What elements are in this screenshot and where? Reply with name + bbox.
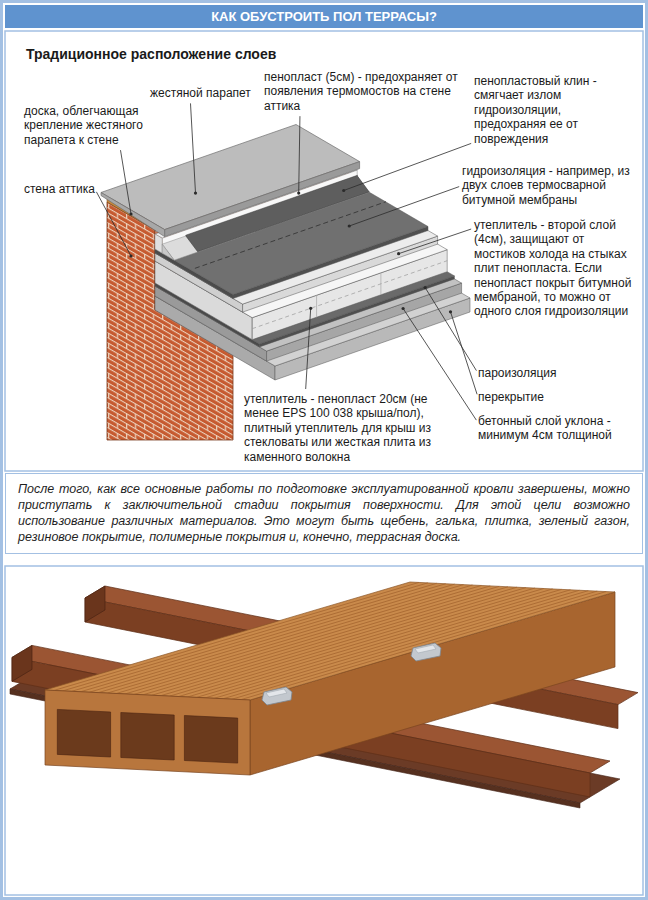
leader-dot [129, 212, 132, 215]
leader-dot [424, 286, 427, 289]
metal-parapet [101, 193, 165, 237]
board-groove [223, 591, 588, 699]
decking-illustration [10, 582, 638, 808]
title-bar [5, 5, 643, 28]
board-groove [63, 583, 428, 691]
callout-label: стена аттика [24, 182, 95, 196]
leader-line [349, 187, 459, 226]
joist [85, 586, 105, 622]
bottom-panel [5, 566, 643, 895]
fixing-clip [411, 643, 441, 661]
board-groove [90, 584, 455, 692]
callout-label: утеплитель - второй слой (4см), защищают… [474, 218, 636, 319]
leader-dot [397, 252, 400, 255]
board-groove [152, 587, 517, 695]
board-groove [161, 588, 526, 696]
leader-dot [297, 192, 300, 195]
board-groove [143, 587, 508, 695]
paragraph-text: После того, как все основные работы по п… [18, 481, 630, 545]
callout-label: жестяной парапет [150, 86, 251, 100]
board-groove [134, 586, 499, 694]
board-groove [98, 585, 463, 693]
leader-dot [129, 254, 132, 257]
text-panel: После того, как все основные работы по п… [5, 473, 643, 554]
callout-label: утеплитель - пенопласт 20см (не менее EP… [244, 392, 449, 464]
leader-dot [342, 189, 345, 192]
board-groove [170, 588, 535, 696]
board-groove [197, 589, 562, 697]
callout-label: перекрытие [478, 390, 544, 404]
dash-mark [252, 261, 447, 329]
leader-dot [194, 192, 197, 195]
leader-line [425, 288, 476, 371]
board-groove [116, 585, 481, 693]
board-groove [205, 590, 570, 698]
leader-dot [348, 224, 351, 227]
leader-dot [402, 307, 405, 310]
leader-line [344, 143, 471, 190]
board-groove [188, 589, 553, 697]
board-groove [232, 591, 597, 699]
callout-label: пенопласт (5см) - предохраняет от появле… [264, 70, 464, 113]
leader-line [120, 150, 131, 214]
leader-line [190, 103, 195, 193]
fixing-clip [415, 645, 436, 653]
deck-board-end [45, 690, 250, 775]
board-groove [54, 582, 419, 690]
fixing-clip [266, 689, 287, 697]
board-hollow [57, 709, 110, 757]
subtitle: Традиционное расположение слоев [26, 46, 276, 63]
board-groove [241, 592, 606, 700]
callout-label: доска, облегчающая крепление жестяного п… [24, 104, 152, 147]
callout-label: бетонный слой уклона - минимум 4см толщи… [478, 414, 638, 443]
board-seam [316, 295, 317, 317]
leader-line [451, 312, 478, 395]
board-groove [125, 586, 490, 694]
board-groove [72, 583, 437, 691]
joist [12, 645, 32, 681]
callout-label: гидроизоляция - например, из двух слоев … [462, 164, 640, 207]
board-groove [179, 589, 544, 697]
fixing-clip [262, 687, 292, 705]
board-groove [214, 590, 579, 698]
leader-dot [309, 307, 312, 310]
leader-line [96, 192, 131, 256]
board-hollow [121, 713, 174, 761]
callout-label: пенопластовый клин - смягчает излом гидр… [474, 74, 624, 146]
leader-line [299, 116, 300, 193]
leader-line [306, 308, 311, 389]
board-hollow [184, 716, 237, 764]
title-text: КАК ОБУСТРОИТЬ ПОЛ ТЕРРАСЫ? [5, 5, 643, 28]
leader-line [399, 229, 472, 254]
callout-label: пароизоляция [478, 366, 557, 380]
board-groove [107, 585, 472, 693]
deck-board-top [45, 582, 615, 700]
foam-wedge [162, 244, 174, 260]
wall-foam [155, 234, 162, 253]
top-panel [5, 31, 643, 471]
board-groove [81, 584, 446, 692]
metal-parapet [165, 162, 360, 237]
leader-dot [449, 310, 452, 313]
